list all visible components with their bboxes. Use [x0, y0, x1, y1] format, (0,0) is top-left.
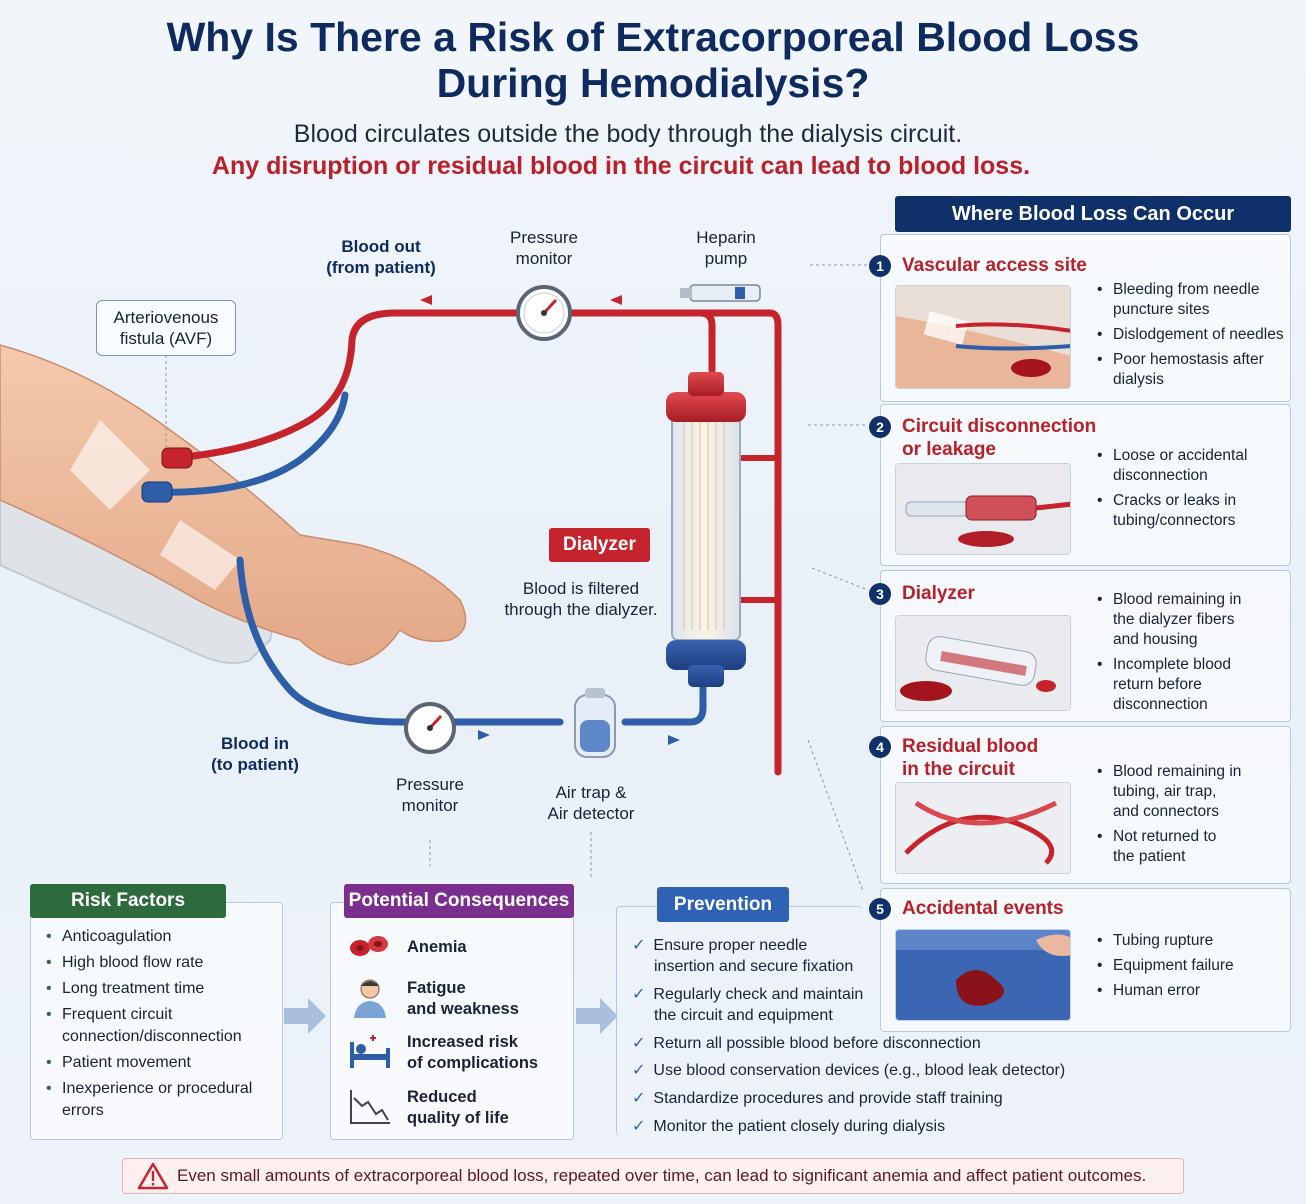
- vascular-access-photo-icon: [895, 285, 1071, 389]
- leaking-connector-photo-icon: [895, 463, 1071, 555]
- dialyzer-label: Dialyzer: [549, 528, 650, 562]
- prevention-item: ✓Return all possible blood before discon…: [632, 1035, 981, 1052]
- locations-heading: Where Blood Loss Can Occur: [895, 196, 1291, 232]
- location-title: Dialyzer: [902, 583, 975, 604]
- title-line-1: Why Is There a Risk of Extracorporeal Bl…: [166, 14, 1140, 60]
- page-title: Why Is There a Risk of Extracorporeal Bl…: [0, 14, 1306, 106]
- checkmark-icon: ✓: [632, 1062, 646, 1079]
- bloody-dialyzer-photo-icon: [895, 615, 1071, 711]
- location-number: 3: [869, 583, 891, 605]
- location-bullets: Tubing rupture Equipment failure Human e…: [1097, 931, 1287, 1006]
- location-number: 2: [869, 416, 891, 438]
- dialyzer-cartridge: [666, 372, 746, 687]
- blood-in-label: Blood in(to patient): [211, 734, 299, 774]
- checkmark-icon: ✓: [632, 986, 646, 1003]
- warning-text: Even small amounts of extracorporeal blo…: [177, 1166, 1147, 1185]
- fatigued-person-icon: [354, 979, 386, 1018]
- air-trap-chamber: [574, 688, 616, 758]
- dialysis-circuit-diagram: [0, 264, 869, 890]
- title-line-2: During Hemodialysis?: [436, 60, 870, 106]
- checkmark-icon: ✓: [632, 937, 646, 954]
- risk-factors-heading: Risk Factors: [30, 884, 226, 918]
- bullet-item: Human error: [1097, 981, 1287, 1001]
- declining-chart-icon: [350, 1090, 390, 1124]
- bullet-item: Equipment failure: [1097, 956, 1287, 976]
- prevention-item: ✓Use blood conservation devices (e.g., b…: [632, 1062, 1066, 1079]
- air-trap-label: Air trap &Air detector: [547, 783, 635, 823]
- arrow-right-icon: [576, 998, 618, 1034]
- location-number: 1: [869, 255, 891, 277]
- venous-tubing: [151, 391, 707, 726]
- patient-arm: [0, 344, 467, 666]
- heparin-pump: [680, 284, 761, 302]
- hospital-bed-icon: [350, 1035, 390, 1068]
- bullet-item: Tubing rupture: [1097, 931, 1287, 951]
- needle-connector-blue: [141, 481, 173, 503]
- arrow-right-icon: [284, 998, 326, 1034]
- leader-lines: [165, 264, 869, 890]
- subtitle-emphasis: Any disruption or residual blood in the …: [211, 152, 1031, 180]
- checkmark-icon: ✓: [632, 1035, 646, 1052]
- pressure-gauge-top: [516, 285, 572, 341]
- prevention-item: ✓Ensure proper needle insertion and secu…: [632, 937, 854, 975]
- risk-factor-item: Patient movement: [46, 1052, 276, 1074]
- risk-factor-item: Anticoagulation: [46, 926, 276, 948]
- consequences-heading: Potential Consequences: [344, 884, 574, 918]
- blood-out-label: Blood out(from patient): [326, 237, 436, 277]
- prevention-heading: Prevention: [657, 887, 789, 922]
- bullet-item: Dislodgement of needles: [1097, 325, 1287, 345]
- prevention-item: ✓Standardize procedures and provide staf…: [632, 1090, 1003, 1107]
- flow-arrows: [420, 295, 680, 745]
- arterial-tubing: [171, 309, 782, 776]
- consequence-item: Anemia: [407, 938, 467, 956]
- accidental-spill-photo-icon: [895, 929, 1071, 1021]
- residual-blood-tubing-photo-icon: [895, 782, 1071, 874]
- warning-banner: Even small amounts of extracorporeal blo…: [122, 1158, 1184, 1194]
- pressure-gauge-bottom: [404, 702, 456, 754]
- checkmark-icon: ✓: [632, 1118, 646, 1135]
- risk-factor-item: High blood flow rate: [46, 952, 276, 974]
- needle-connector-red: [161, 447, 193, 469]
- red-blood-cells-icon: [350, 936, 388, 956]
- risk-factors-list: Anticoagulation High blood flow rate Lon…: [46, 926, 276, 1126]
- subtitle: Blood circulates outside the body throug…: [293, 120, 963, 148]
- warning-triangle-icon: [137, 1162, 169, 1190]
- risk-factor-item: Long treatment time: [46, 978, 276, 1000]
- location-title: Accidental events: [902, 898, 1064, 919]
- location-number: 5: [869, 898, 891, 920]
- location-number: 4: [869, 736, 891, 758]
- prevention-item: ✓Regularly check and maintain the circui…: [632, 986, 864, 1024]
- prevention-item: ✓Monitor the patient closely during dial…: [632, 1118, 946, 1135]
- checkmark-icon: ✓: [632, 1090, 646, 1107]
- location-title: Vascular access site: [902, 255, 1087, 276]
